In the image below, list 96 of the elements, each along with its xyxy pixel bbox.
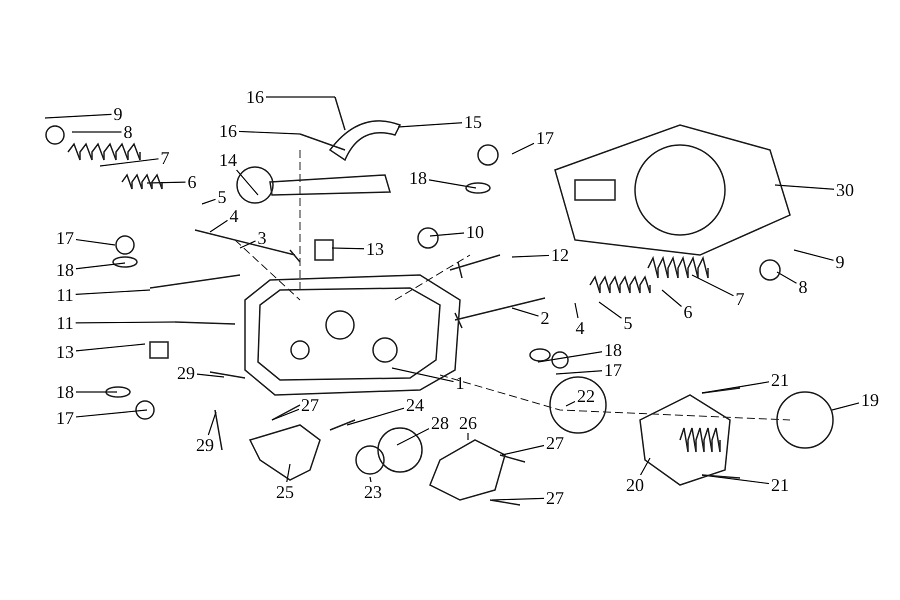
leader-line xyxy=(44,114,112,119)
leader-line xyxy=(240,240,256,249)
leader-line xyxy=(538,351,602,363)
leader-line xyxy=(272,408,300,421)
leader-line xyxy=(76,343,146,352)
leader-line xyxy=(702,381,770,394)
callout-number: 29 xyxy=(177,364,195,382)
leader-line xyxy=(430,232,464,237)
leader-line xyxy=(392,367,454,382)
callout-number: 8 xyxy=(798,278,808,296)
callout-number: 30 xyxy=(836,181,854,199)
leader-line xyxy=(776,271,797,284)
callout-number: 25 xyxy=(276,483,294,501)
callout-number: 24 xyxy=(406,396,424,414)
callout-number: 21 xyxy=(771,371,789,389)
leader-line xyxy=(72,131,122,133)
callout-number: 21 xyxy=(771,476,789,494)
callout-number: 2 xyxy=(540,309,550,327)
callout-number: 18 xyxy=(56,383,74,401)
callout-number: 4 xyxy=(576,319,584,337)
callout-number: 11 xyxy=(56,314,74,332)
callout-number: 17 xyxy=(56,229,74,247)
callout-number: 16 xyxy=(219,122,237,140)
callout-number: 29 xyxy=(196,436,214,454)
leader-line xyxy=(146,182,186,184)
callout-number: 7 xyxy=(160,149,170,167)
leader-line xyxy=(512,307,539,317)
leader-line xyxy=(512,254,550,258)
callout-number: 12 xyxy=(551,246,569,264)
callout-number: 9 xyxy=(836,253,844,271)
callout-number: 3 xyxy=(258,229,266,247)
leader-line xyxy=(832,402,860,411)
callout-number: 18 xyxy=(56,261,74,279)
callout-number: 6 xyxy=(684,303,692,321)
leader-line xyxy=(286,464,291,482)
leader-line xyxy=(266,96,335,98)
callout-number: 26 xyxy=(459,414,477,432)
callout-number: 13 xyxy=(56,343,74,361)
callout-number: 16 xyxy=(246,88,264,106)
callout-number: 18 xyxy=(604,341,622,359)
callout-number: 5 xyxy=(624,314,632,332)
callout-number: 20 xyxy=(626,476,644,494)
leader-line xyxy=(208,412,217,436)
leader-line xyxy=(100,158,159,167)
callout-number: 6 xyxy=(188,173,196,191)
leader-line xyxy=(702,474,770,484)
callout-number: 17 xyxy=(536,129,554,147)
leader-line xyxy=(692,274,734,296)
callout-number: 7 xyxy=(736,290,744,308)
leader-line xyxy=(492,498,544,501)
callout-number: 8 xyxy=(124,123,132,141)
leader-line xyxy=(428,179,476,189)
callout-number: 4 xyxy=(230,207,238,225)
leader-line xyxy=(210,220,228,232)
leader-line xyxy=(398,122,462,128)
callout-number: 22 xyxy=(577,387,595,405)
leader-line xyxy=(238,130,300,135)
leader-line xyxy=(76,391,117,393)
callout-number: 17 xyxy=(56,409,74,427)
callout-number: 15 xyxy=(464,113,482,131)
callout-number: 11 xyxy=(56,286,74,304)
callout-number: 27 xyxy=(546,434,564,452)
callout-number: 23 xyxy=(364,483,382,501)
leader-line xyxy=(346,408,404,426)
callout-number: 14 xyxy=(219,151,237,169)
leader-line xyxy=(598,302,622,319)
callout-number: 19 xyxy=(861,391,879,409)
leader-line xyxy=(332,247,364,250)
leader-line xyxy=(574,302,579,318)
callout-number: 13 xyxy=(366,240,384,258)
leader-line xyxy=(566,400,576,407)
leader-line xyxy=(369,476,372,482)
callout-number: 27 xyxy=(301,396,319,414)
leader-line xyxy=(774,184,834,190)
leader-line xyxy=(794,249,834,261)
leader-line xyxy=(202,198,216,205)
callout-number: 28 xyxy=(431,414,449,432)
leader-line xyxy=(76,409,148,418)
callout-number: 5 xyxy=(218,188,226,206)
callout-number: 9 xyxy=(114,105,122,123)
callout-number: 10 xyxy=(466,223,484,241)
leader-line xyxy=(640,458,651,476)
leader-line xyxy=(512,142,534,155)
leader-line xyxy=(556,370,602,375)
callout-number: 17 xyxy=(604,361,622,379)
leader-line xyxy=(196,374,224,378)
callout-number: 1 xyxy=(456,374,464,392)
callout-number: 18 xyxy=(409,169,427,187)
leader-line xyxy=(502,444,544,456)
leader-line xyxy=(662,290,682,307)
leader-line xyxy=(76,238,116,246)
leader-line xyxy=(467,433,469,440)
callout-number: 27 xyxy=(546,489,564,507)
leader-line xyxy=(76,262,126,270)
leader-line xyxy=(76,289,150,295)
leader-line xyxy=(76,321,175,324)
